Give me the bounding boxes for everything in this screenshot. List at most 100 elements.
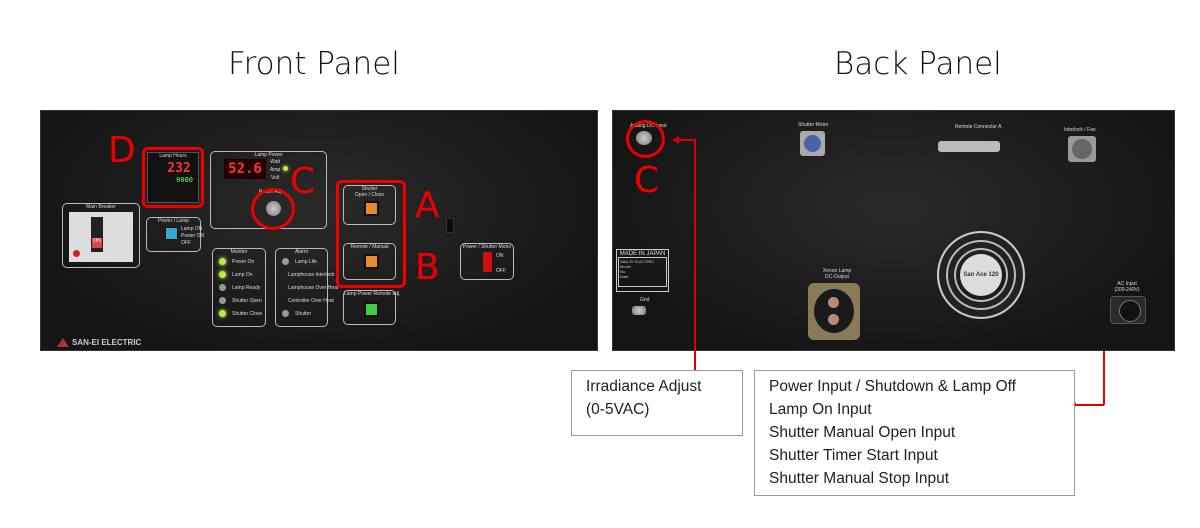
indicator-led-icon: [219, 271, 226, 278]
indicator-led-icon: [219, 284, 226, 291]
lamp-power-label: Lamp Power: [254, 152, 283, 158]
meter-modes: Watt Amp Volt: [270, 158, 280, 182]
monitor-label: Monitor: [230, 249, 248, 255]
plate-brand: SAN-EI ELECTRIC: [620, 259, 655, 264]
marker-c-front: C: [290, 161, 316, 202]
analog-input-highlight: [626, 120, 665, 158]
xenon-output-label: Xenon Lamp DC-Output: [822, 268, 852, 280]
alarm-item-label: Lamp Life: [295, 258, 317, 265]
callout-line: Power Input / Shutdown & Lamp Off: [769, 378, 1016, 395]
monitor-item-label: Lamp Ready: [232, 284, 261, 291]
nameplate: MADE IN JAPAN SAN-EI ELECTRIC Model No. …: [616, 249, 669, 292]
main-breaker[interactable]: ON: [69, 212, 133, 262]
alarm-item-label: Shutter: [295, 310, 312, 317]
power-shutter-motor-switch[interactable]: [483, 252, 492, 272]
opt-lamp-on: Lamp ON: [181, 226, 203, 232]
monitor-item: Lamp On: [219, 271, 265, 278]
power-lamp-options: Lamp ON Power ON OFF: [181, 226, 204, 247]
interlock-fan-label: Interlock / Fan: [1064, 127, 1096, 133]
remote-connector-label: Remote Connector A: [955, 124, 1002, 130]
motor-on-label: ON: [496, 253, 504, 259]
main-breaker-panel: Main Breaker ON: [62, 203, 140, 268]
power-shutter-motor-label: Power / Shutter Motor: [462, 244, 512, 250]
motor-off-label: OFF: [496, 268, 506, 274]
plate-date: Date: [620, 274, 629, 279]
lamp-power-remote-label: Lamp Power Remote adj.: [344, 291, 401, 297]
fan-label: San Ace 120: [960, 254, 1002, 296]
amp-led: [283, 166, 288, 171]
fan: San Ace 120: [937, 225, 1025, 325]
leader-irradiance-h: [674, 139, 695, 141]
power-adj-highlight: [251, 188, 295, 230]
san-ei-logo-icon: [57, 338, 69, 347]
indicator-led-icon: [282, 258, 289, 265]
brand-label: SAN-EI ELECTRIC: [72, 338, 142, 347]
lamp-power-remote-panel: Lamp Power Remote adj.: [343, 290, 401, 325]
lamp-hours-label: Lamp Hours: [159, 153, 187, 159]
power-lamp-panel: Power / Lamp Lamp ON Power ON OFF: [146, 217, 204, 252]
mode-amp: Amp: [270, 167, 281, 173]
mode-volt: Volt: [270, 175, 280, 181]
monitor-item: Power On: [219, 258, 265, 265]
alarm-label: Alarm: [294, 249, 309, 255]
lamp-hours-sub: 0000: [176, 176, 193, 184]
opt-off: OFF: [181, 240, 191, 246]
callout-line: Shutter Manual Open Input: [769, 424, 956, 441]
lamp-hours-highlight: [142, 147, 204, 208]
xenon-output-connector: [808, 283, 860, 340]
lamp-power-display: 52.6: [224, 159, 266, 179]
shutter-motor-connector: [800, 131, 825, 156]
alarm-item: Lamphouse Over Heat: [282, 284, 338, 291]
plate-model: Model: [620, 264, 631, 269]
lamp-power-remote-button[interactable]: [364, 302, 379, 317]
remote-manual-label: Remote / Manual: [350, 244, 389, 250]
callout-line: Lamp On Input: [769, 401, 872, 418]
opt-power-on: Power ON: [181, 233, 205, 239]
open-close-label: Open / Close: [354, 192, 385, 198]
monitor-item-label: Power On: [232, 258, 255, 265]
interlock-fan-connector: [1068, 136, 1096, 162]
remote-manual-button[interactable]: [364, 254, 379, 269]
back-panel-title: Back Panel: [834, 46, 1002, 82]
monitor-item: Lamp Ready: [219, 284, 265, 291]
alarm-item-label: Lamphouse Over Heat: [288, 284, 339, 291]
shutter-label: Shutter: [361, 186, 378, 192]
lamp-hours-value: 232: [167, 161, 191, 176]
lamp-hours-meter: Lamp Hours 232 0000: [147, 152, 199, 203]
alarm-item: Lamp Life: [282, 258, 327, 265]
power-lamp-switch[interactable]: [165, 227, 178, 240]
callout-line: Shutter Timer Start Input: [769, 447, 938, 464]
front-panel-title: Front Panel: [228, 46, 400, 82]
plate-no: No.: [620, 269, 627, 274]
alarm-item-label: Controller Over Heat: [288, 297, 334, 304]
monitor-item-label: Shutter Open: [232, 297, 262, 304]
alarm-item-label: Lamphouse Interlock: [288, 271, 335, 278]
monitor-item-label: Lamp On: [232, 271, 253, 278]
shutter-highlight: [336, 180, 406, 288]
monitor-item: Shutter Open: [219, 297, 265, 304]
marker-c-back: C: [634, 160, 660, 201]
made-in-label: MADE IN JAPAN: [619, 251, 666, 257]
ac-input-connector: [1110, 296, 1146, 324]
remote-connector: [938, 141, 1000, 152]
remote-manual-panel: Remote / Manual: [343, 243, 396, 280]
callout-line: (0-5VAC): [586, 401, 650, 418]
leader-remote-v: [1103, 351, 1105, 405]
slot: [446, 218, 454, 233]
alarm-item: Shutter: [282, 310, 327, 317]
power-lamp-label: Power / Lamp: [158, 218, 189, 224]
front-panel-photo: [40, 110, 598, 351]
marker-a: A: [415, 185, 440, 226]
alarm-item: Lamphouse Interlock: [282, 271, 334, 278]
indicator-led-icon: [219, 297, 226, 304]
mode-watt: Watt: [270, 159, 281, 165]
open-close-button[interactable]: [364, 201, 379, 216]
gnd-label: Gnd: [640, 297, 650, 303]
marker-d: D: [108, 130, 136, 171]
indicator-led-icon: [219, 258, 226, 265]
main-breaker-label: Main Breaker: [86, 204, 116, 210]
monitor-item: Shutter Close: [219, 310, 265, 317]
indicator-led-icon: [282, 310, 289, 317]
